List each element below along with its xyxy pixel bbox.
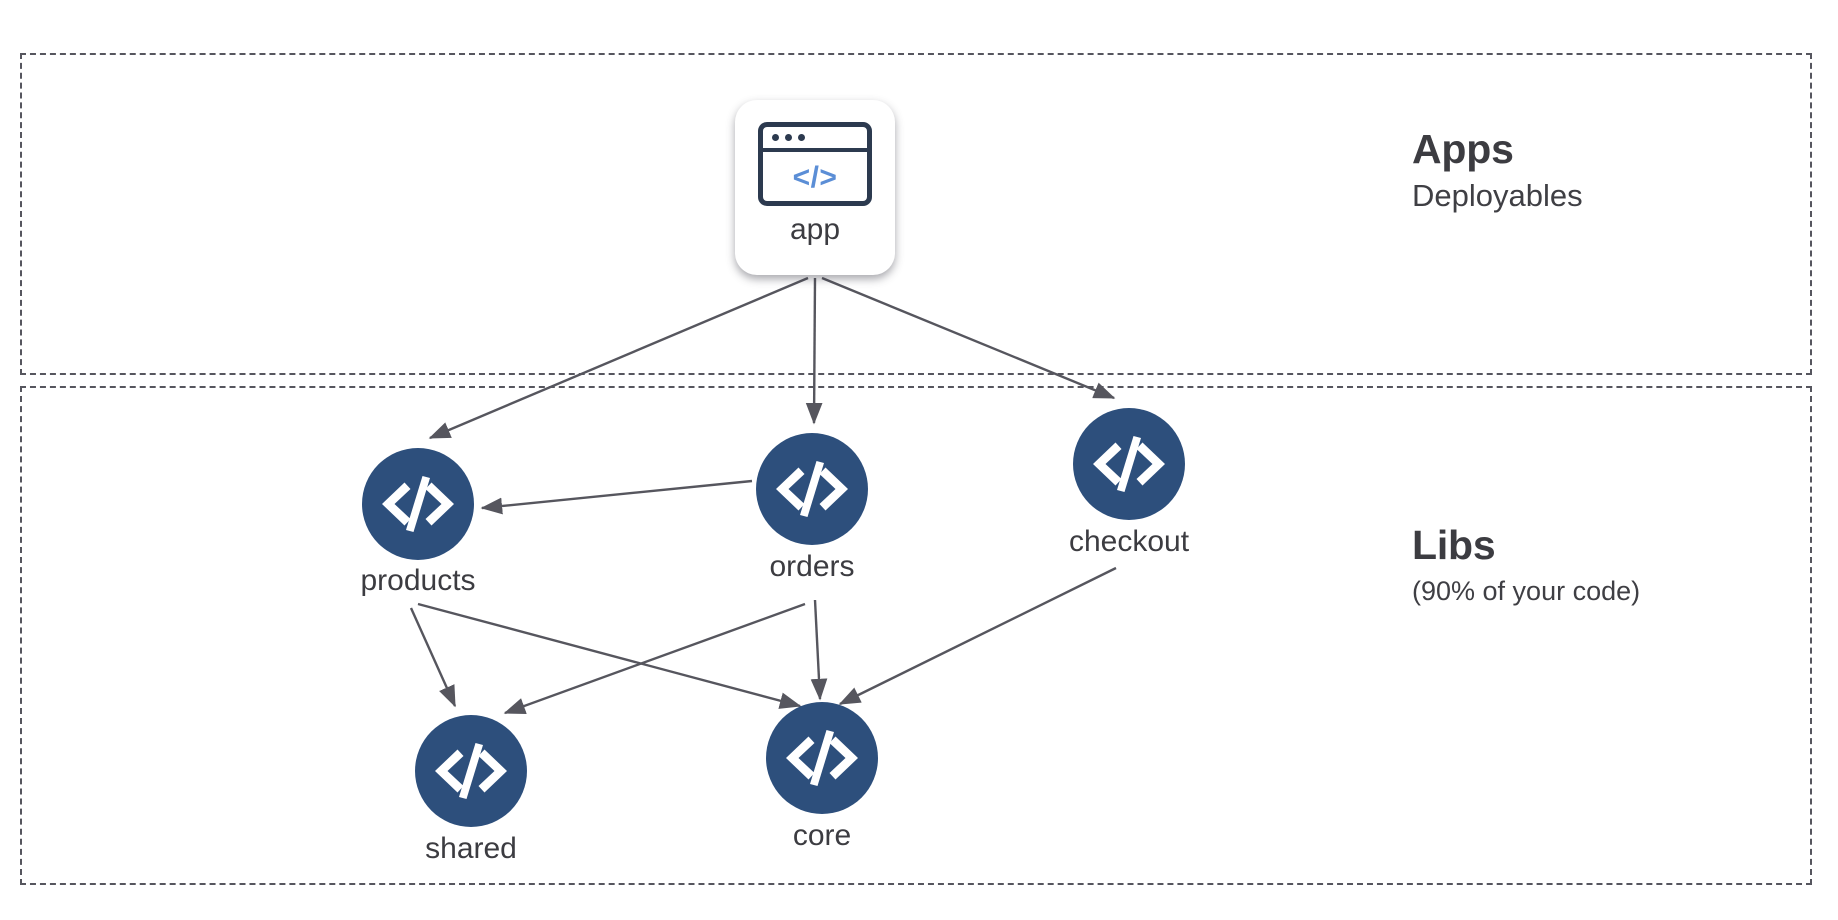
zone-apps-title: Apps (1412, 126, 1514, 172)
browser-dot-icon (798, 134, 805, 141)
node-checkout-label: checkout (1068, 525, 1190, 558)
zone-apps-caption: Apps Deployables (1412, 126, 1583, 216)
code-icon (756, 433, 868, 545)
node-app-label: app (789, 213, 841, 246)
zone-libs-title: Libs (1412, 522, 1496, 568)
node-shared-label: shared (425, 832, 517, 865)
zone-libs-caption: Libs (90% of your code) (1412, 522, 1641, 609)
browser-titlebar (763, 127, 867, 152)
browser-code-icon: </> (758, 122, 872, 206)
browser-dot-icon (785, 134, 792, 141)
code-icon (362, 448, 474, 560)
node-app[interactable]: </> app (735, 100, 895, 275)
node-core-label: core (792, 819, 852, 852)
code-icon (766, 702, 878, 814)
zone-libs-subtitle: (90% of your code) (1412, 576, 1641, 607)
code-glyph: </> (792, 160, 838, 194)
code-icon (415, 715, 527, 827)
zone-libs (20, 386, 1812, 885)
browser-dot-icon (772, 134, 779, 141)
node-orders-label: orders (769, 550, 855, 583)
code-icon (1073, 408, 1185, 520)
zone-apps-subtitle: Deployables (1412, 178, 1583, 214)
node-products-label: products (360, 564, 476, 597)
